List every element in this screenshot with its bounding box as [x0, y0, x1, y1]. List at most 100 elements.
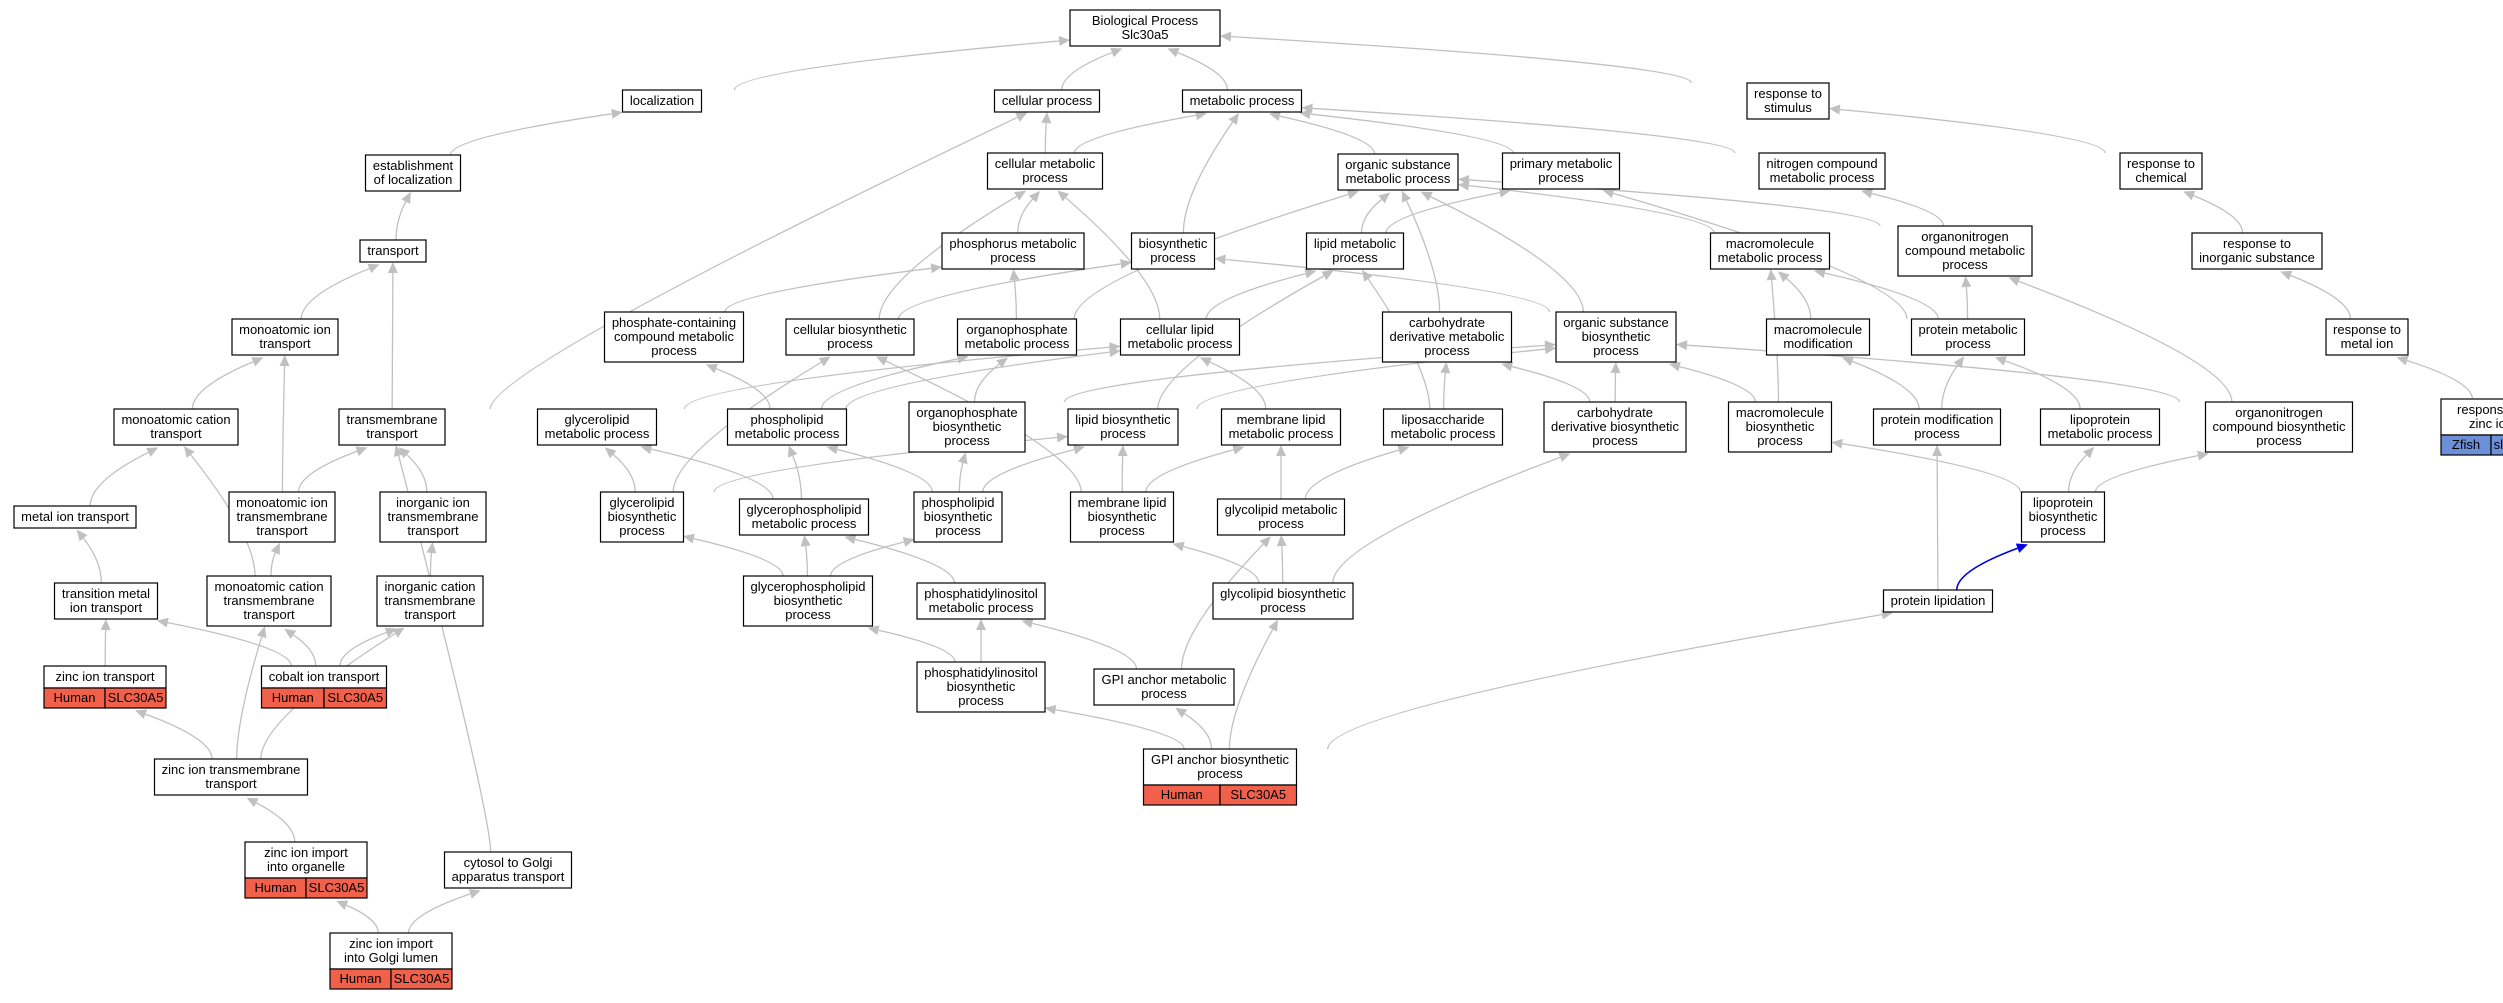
- edge-lipoprotein-biosynthetic-process-to-macromolecule-biosynthetic-process: [1842, 443, 2022, 493]
- term-box: [986, 152, 1104, 190]
- gene-tag[interactable]: [104, 687, 167, 709]
- term-label: transmembrane: [236, 509, 327, 524]
- gene-tag[interactable]: [2490, 434, 2503, 456]
- go-term-protein-lipidation[interactable]: protein lipidation: [1882, 589, 1994, 613]
- arrowhead: [251, 357, 264, 367]
- term-label: metabolic process: [965, 336, 1070, 351]
- gene-tag[interactable]: [390, 968, 453, 990]
- gene-tag[interactable]: [1219, 784, 1298, 806]
- go-term-transport[interactable]: transport: [359, 239, 427, 263]
- arrowhead: [1044, 704, 1057, 715]
- term-label: transport: [404, 607, 456, 622]
- arrowhead: [100, 619, 111, 631]
- term-box: [2204, 401, 2354, 453]
- arrowhead: [844, 534, 857, 545]
- go-term-metal-ion-transport[interactable]: metal ion transport: [13, 505, 137, 529]
- arrowhead: [1109, 342, 1121, 353]
- go-term-cellular-process[interactable]: cellular process: [993, 89, 1101, 113]
- go-term-response-to-zinc-ion[interactable]: response tozinc ionZfishslc30a5: [2440, 398, 2503, 456]
- term-box: [53, 582, 159, 620]
- term-label: metabolic process: [1391, 426, 1496, 441]
- gene-tag[interactable]: [305, 877, 368, 899]
- edge-macromolecule-biosynthetic-process-to-organic-substance-biosynthetic-process: [1679, 366, 1757, 403]
- term-label: biosynthetic: [924, 509, 993, 524]
- edge-phosphorus-metabolic-process-to-cellular-metabolic-process: [1017, 198, 1034, 234]
- go-term-metabolic-process[interactable]: metabolic process: [1181, 89, 1303, 113]
- edge-biosynthetic-process-to-metabolic-process: [1182, 121, 1234, 234]
- go-term-localization[interactable]: localization: [621, 89, 703, 113]
- edge-inorganic-cation-transmembrane-transport-to-inorganic-ion-transmembrane-transport: [429, 552, 433, 577]
- edge-carbohydrate-derivative-biosynthetic-process-to-carbohydrate-derivative-metabolic-process: [1511, 365, 1591, 403]
- term-label: macromolecule: [1736, 405, 1824, 420]
- edge-phosphate-containing-compound-metabolic-process-to-phosphorus-metabolic-process: [724, 267, 932, 313]
- term-box: [244, 841, 368, 879]
- edge-glycolipid-biosynthetic-process-to-carbohydrate-derivative-biosynthetic-process: [1332, 456, 1561, 584]
- edge-phospholipid-metabolic-process-to-cellular-lipid-metabolic-process: [845, 351, 1110, 410]
- term-box: [2020, 491, 2106, 543]
- arrowhead: [800, 535, 811, 547]
- arrowhead: [611, 108, 623, 119]
- gene-tag[interactable]: [323, 687, 388, 709]
